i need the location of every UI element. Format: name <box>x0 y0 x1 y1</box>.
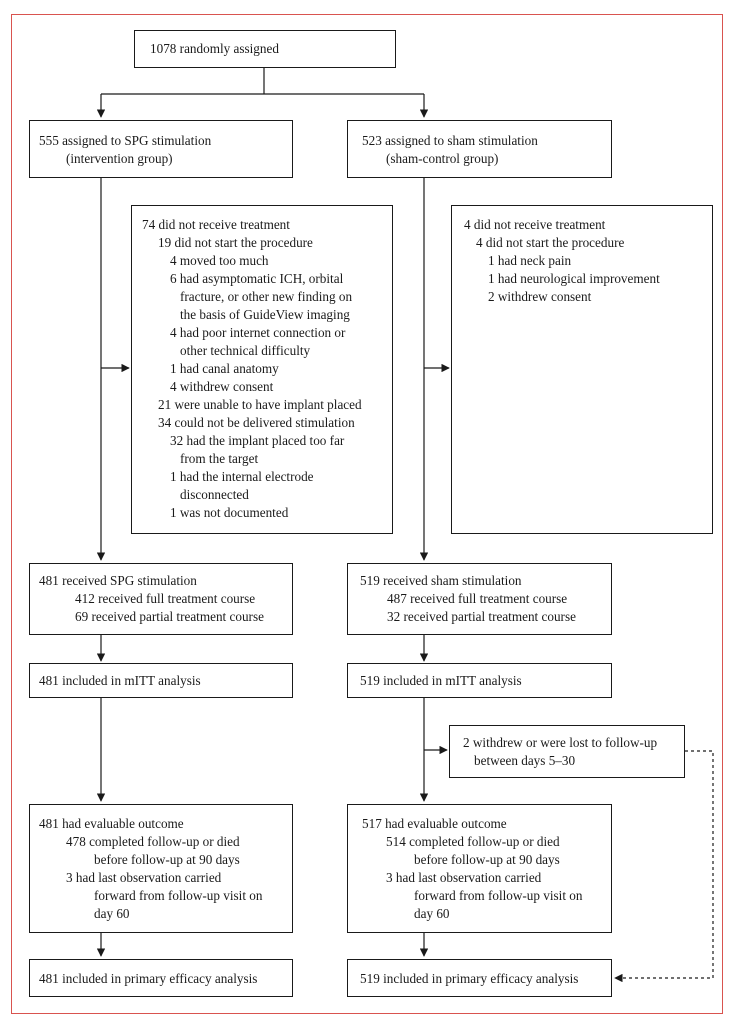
right-lost-line-2: between days 5–30 <box>474 753 576 768</box>
right-excluded-box: 4 did not receive treatment 4 did not sta… <box>451 205 713 534</box>
flow-line: 519 received sham stimulation <box>360 573 522 588</box>
randomised-box: 1078 randomly assigned <box>134 30 396 68</box>
right-assigned-box: 523 assigned to sham stimulation (sham-c… <box>347 120 612 178</box>
flow-line: 1 had neurological improvement <box>488 271 660 286</box>
right-evaluable-box: 517 had evaluable outcome 514 completed f… <box>347 804 612 933</box>
right-primary-box: 519 included in primary efficacy analysi… <box>347 959 612 997</box>
flow-line: 4 did not receive treatment <box>464 217 606 232</box>
flow-line: 514 completed follow-up or died <box>386 834 560 849</box>
flow-line: disconnected <box>180 487 249 502</box>
flow-line: 4 had poor internet connection or <box>170 325 346 340</box>
flow-line: from the target <box>180 451 259 466</box>
flow-line: 34 could not be delivered stimulation <box>158 415 355 430</box>
flow-line: 3 had last observation carried <box>66 870 222 885</box>
flow-line: 74 did not receive treatment <box>142 217 290 232</box>
right-assigned-line-2: (sham-control group) <box>386 151 499 166</box>
flow-line: 481 received SPG stimulation <box>39 573 197 588</box>
left-assigned-line-1: 555 assigned to SPG stimulation <box>39 133 212 148</box>
right-assigned-line-1: 523 assigned to sham stimulation <box>362 133 538 148</box>
flow-line: 1 was not documented <box>170 505 289 520</box>
flow-line: before follow-up at 90 days <box>414 852 560 867</box>
flow-line: 3 had last observation carried <box>386 870 542 885</box>
randomised-text: 1078 randomly assigned <box>150 41 279 56</box>
left-mitt-box: 481 included in mITT analysis <box>29 663 293 698</box>
left-primary-box: 481 included in primary efficacy analysi… <box>29 959 293 997</box>
flow-line: the basis of GuideView imaging <box>180 307 350 322</box>
left-assigned-line-2: (intervention group) <box>66 151 173 166</box>
left-mitt-text: 481 included in mITT analysis <box>39 673 201 688</box>
right-mitt-text: 519 included in mITT analysis <box>360 673 522 688</box>
right-mitt-box: 519 included in mITT analysis <box>347 663 612 698</box>
flow-line: 19 did not start the procedure <box>158 235 313 250</box>
right-primary-text: 519 included in primary efficacy analysi… <box>360 971 579 986</box>
flow-line: 4 did not start the procedure <box>476 235 625 250</box>
flow-line: 32 had the implant placed too far <box>170 433 345 448</box>
flow-line: 487 received full treatment course <box>387 591 568 606</box>
flow-line: 1 had the internal electrode <box>170 469 314 484</box>
flow-line: 412 received full treatment course <box>75 591 256 606</box>
flow-line: forward from follow-up visit on <box>94 888 263 903</box>
flow-line: 1 had canal anatomy <box>170 361 279 376</box>
flow-line: 4 withdrew consent <box>170 379 274 394</box>
flow-line: before follow-up at 90 days <box>94 852 240 867</box>
flow-line: 1 had neck pain <box>488 253 572 268</box>
flow-line: other technical difficulty <box>180 343 311 358</box>
flow-line: 2 withdrew consent <box>488 289 592 304</box>
right-lost-line-1: 2 withdrew or were lost to follow-up <box>463 735 658 750</box>
flow-line: fracture, or other new finding on <box>180 289 353 304</box>
left-assigned-box: 555 assigned to SPG stimulation (interve… <box>29 120 293 178</box>
dashed-lost-to-primary <box>614 750 714 983</box>
flow-line: 478 completed follow-up or died <box>66 834 240 849</box>
flow-line: 6 had asymptomatic ICH, orbital <box>170 271 344 286</box>
flow-line: 481 had evaluable outcome <box>39 816 184 831</box>
left-primary-text: 481 included in primary efficacy analysi… <box>39 971 258 986</box>
flow-line: day 60 <box>414 906 450 921</box>
left-excluded-box: 74 did not receive treatment 19 did not s… <box>131 205 393 534</box>
flow-line: 4 moved too much <box>170 253 269 268</box>
flow-line: 21 were unable to have implant placed <box>158 397 362 412</box>
split-connector <box>101 68 424 95</box>
flow-line: 517 had evaluable outcome <box>362 816 507 831</box>
flow-line: day 60 <box>94 906 130 921</box>
flow-line: forward from follow-up visit on <box>414 888 583 903</box>
left-received-box: 481 received SPG stimulation 412 received… <box>29 563 293 635</box>
figure-frame <box>11 14 723 1014</box>
left-evaluable-box: 481 had evaluable outcome 478 completed f… <box>29 804 293 933</box>
flow-line: 69 received partial treatment course <box>75 609 264 624</box>
flow-line: 32 received partial treatment course <box>387 609 576 624</box>
right-received-box: 519 received sham stimulation 487 receive… <box>347 563 612 635</box>
right-lost-box: 2 withdrew or were lost to follow-up bet… <box>449 725 685 778</box>
